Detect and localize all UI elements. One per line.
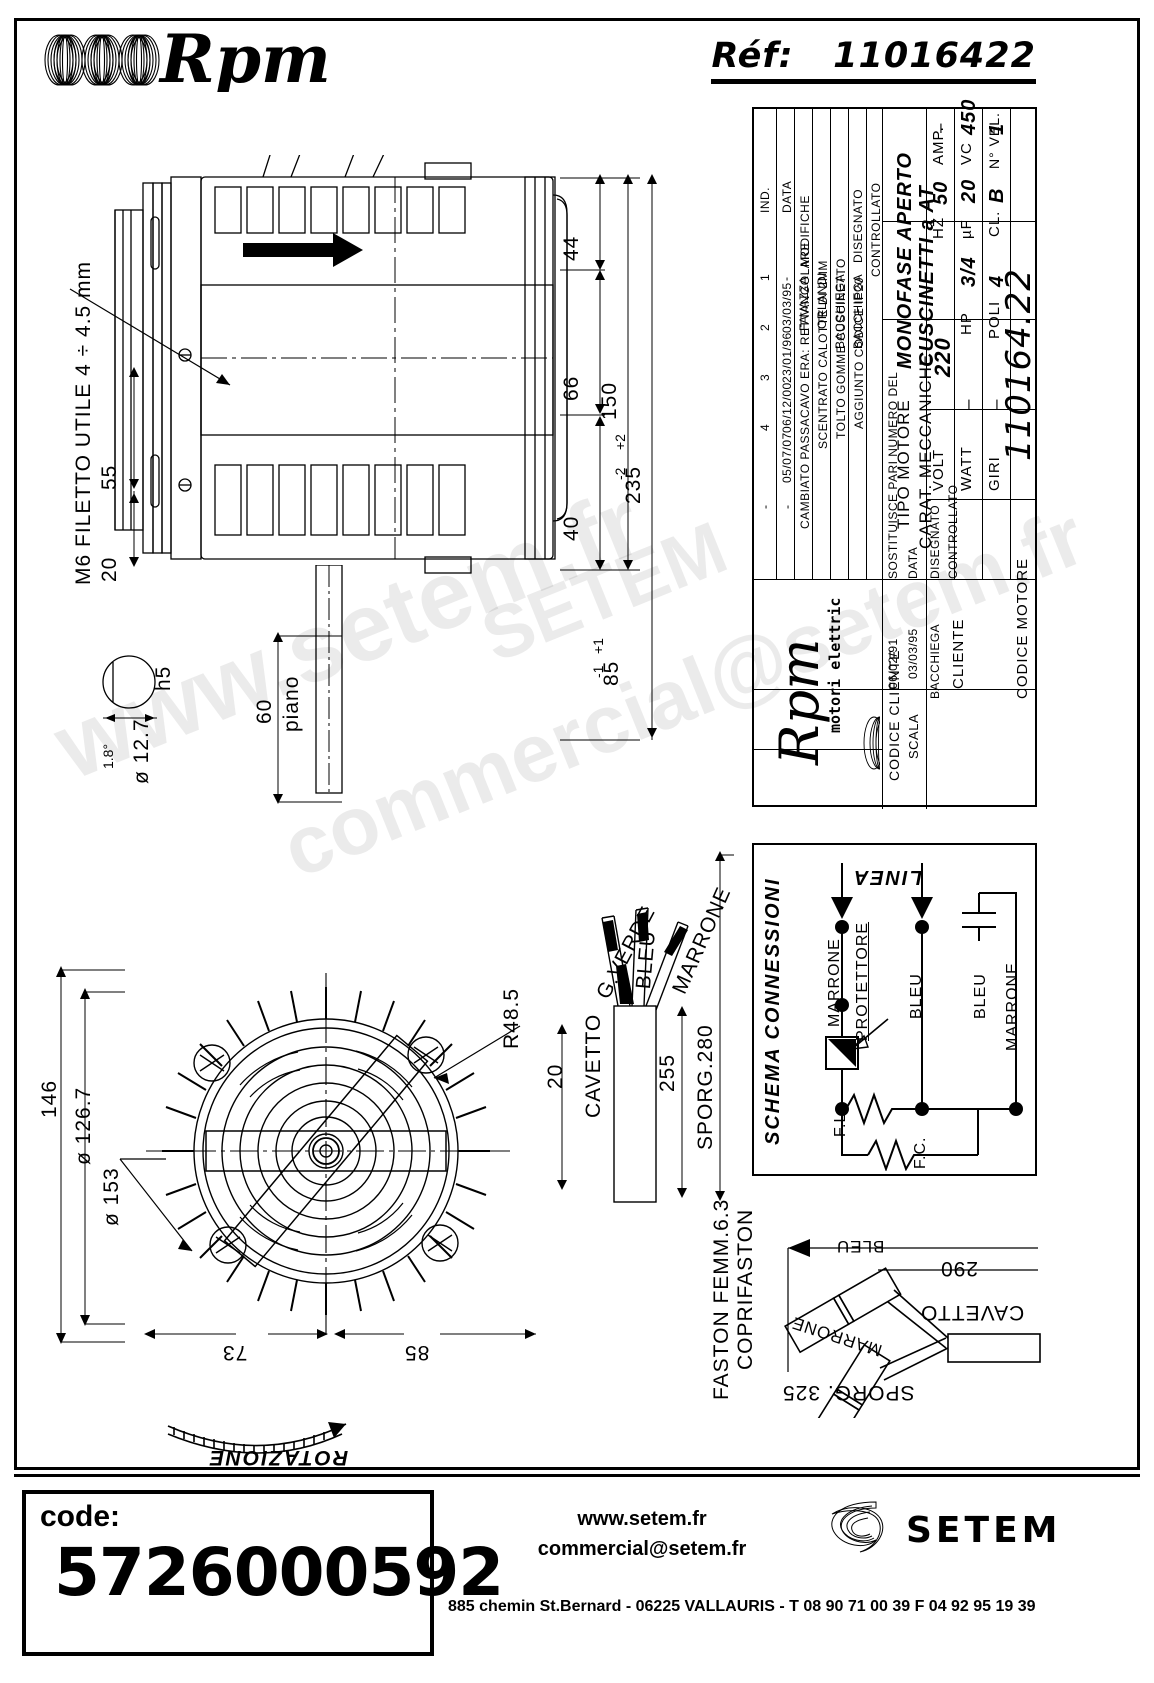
value-tipo-motore: MONOFASE APERTO <box>894 152 916 369</box>
view-front-fan <box>120 955 550 1355</box>
rev-5-drawn: - <box>779 276 793 282</box>
label-controllato-tb: CONTROLLATO <box>946 484 960 579</box>
label-scala: SCALA <box>906 713 921 759</box>
faston-sporg-325: SPORG. 325 <box>782 1381 915 1404</box>
footer-frame <box>14 1474 1140 1666</box>
rev-2-drawn: BACCHIEGA <box>833 273 847 349</box>
setem-logo: SETEM <box>820 1496 1090 1558</box>
shaft-projection <box>300 565 370 815</box>
value-n-vel: 1 <box>986 122 1008 135</box>
label-sostituisce: SOSTITUISCE PARI NUMERO DEL <box>886 371 900 579</box>
rpm-logo: Rpm <box>40 30 340 92</box>
rev-col-data: DATA <box>780 180 794 213</box>
rev-4-drawn: FAVAZZA <box>797 275 811 331</box>
value-amp: – <box>930 122 949 133</box>
value-volt: 220 <box>930 337 955 377</box>
rev-2-date: 23/01/96 <box>780 332 794 383</box>
label-disegnato-tb: DISEGNATO <box>928 504 942 579</box>
label-uf: µF <box>958 219 975 239</box>
reference-number: Réf: 11016422 <box>711 36 1036 84</box>
ref-label: Réf: <box>711 36 794 76</box>
setem-wordmark: SETEM <box>906 1510 1062 1551</box>
dim-line-20-front <box>557 1024 567 1190</box>
label-n-vel: N° VEL. <box>986 112 1002 169</box>
label-volt: VOLT <box>930 448 947 491</box>
rpm-wordmark: Rpm <box>158 30 331 92</box>
rev-3-date: 06/12/00 <box>780 382 794 433</box>
footer-contact: www.setem.fr commercial@setem.fr <box>512 1504 772 1564</box>
label-cliente: CLIENTE <box>950 618 967 689</box>
dim-lines-front <box>56 966 125 1344</box>
value-uf: 20 <box>958 178 980 203</box>
tb-rpm-logo: Rpm motori elettrici <box>762 597 880 797</box>
direction-arrow <box>243 233 363 267</box>
label-vc: VC <box>958 142 975 165</box>
value-codice-motore: 110164.22 <box>999 268 1039 461</box>
value-disegnato-tb: BACCHIEGA <box>928 623 942 699</box>
value-sostituisce-date: 06/02/91 <box>886 638 900 689</box>
title-block: IND. DATA MODIFICHE DISEGNATO CONTROLLAT… <box>752 99 1039 809</box>
faston-dim-lines <box>787 1239 1038 1372</box>
label-giri: GIRI <box>986 456 1003 491</box>
leader-r485 <box>433 1025 521 1084</box>
view-faston <box>762 1228 1042 1418</box>
rev-1-drawn: BACCHIEGA <box>851 273 865 349</box>
ref-value: 11016422 <box>833 36 1036 76</box>
thread-leader-line <box>69 288 231 386</box>
rev-4-ind: 4 <box>758 423 772 431</box>
rev-5-date: - <box>780 504 794 510</box>
label-codice-motore: CODICE MOTORE <box>1014 557 1031 699</box>
view-side-elevation <box>95 155 655 585</box>
label-cl: CL. <box>986 210 1003 237</box>
value-watt: – <box>958 398 977 409</box>
rev-2-ind: 2 <box>758 323 772 331</box>
label-hp: HP <box>958 312 975 335</box>
footer-address: 885 chemin St.Bernard - 06225 VALLAURIS … <box>448 1598 1036 1615</box>
label-hz: HZ <box>930 217 947 239</box>
rev-1-ind: 1 <box>758 273 772 281</box>
rev-3-ind: 3 <box>758 373 772 381</box>
value-cl: B <box>986 187 1008 203</box>
schema-circuit <box>825 863 1023 1171</box>
code-label: code: <box>40 1500 121 1533</box>
code-value: 5726000592 <box>54 1534 504 1611</box>
drawing-frame <box>14 18 1140 1470</box>
value-hz: 50 <box>930 180 952 205</box>
rev-col-controllato: CONTROLLATO <box>869 182 883 277</box>
svg-text:Rpm: Rpm <box>768 639 831 766</box>
footer-website[interactable]: www.setem.fr <box>577 1508 707 1530</box>
value-data-tb: 03/03/95 <box>906 628 920 679</box>
view-shaft-section <box>95 650 225 740</box>
rev-5-ind: - <box>758 504 772 510</box>
rotation-indicator <box>160 1420 370 1462</box>
dim-lines-right <box>560 174 657 741</box>
rev-1-date: 03/03/95 <box>780 282 794 333</box>
rev-3-drawn: ORLANDI <box>815 272 829 329</box>
product-code-box: code: 5726000592 <box>22 1490 504 1656</box>
rev-col-disegnato: DISEGNATO <box>851 188 865 263</box>
dim-line-sporg-280 <box>715 851 734 1201</box>
dim-lines-left <box>129 367 139 567</box>
svg-text:motori elettrici: motori elettrici <box>826 597 844 733</box>
wiring-schematic: SCHEMA CONNESSIONI <box>752 843 1037 1176</box>
rev-col-ind: IND. <box>758 187 772 213</box>
view-cavetto <box>596 878 726 1208</box>
leader-153 <box>119 1158 193 1252</box>
dim-line-255 <box>677 1006 687 1198</box>
label-watt: WATT <box>958 446 975 491</box>
value-hp: 3/4 <box>958 256 980 287</box>
schema-label-linea: LINEA <box>852 866 922 888</box>
label-data-tb: DATA <box>906 546 920 579</box>
label-rotazione: ROTAZIONE <box>208 1446 349 1469</box>
footer-email[interactable]: commercial@setem.fr <box>537 1538 747 1560</box>
rev-4-date: 05/07/07 <box>780 432 794 483</box>
value-vc: 450 <box>958 98 980 135</box>
dim-line-73-85 <box>144 1329 536 1339</box>
dim-line-60 <box>273 632 342 804</box>
